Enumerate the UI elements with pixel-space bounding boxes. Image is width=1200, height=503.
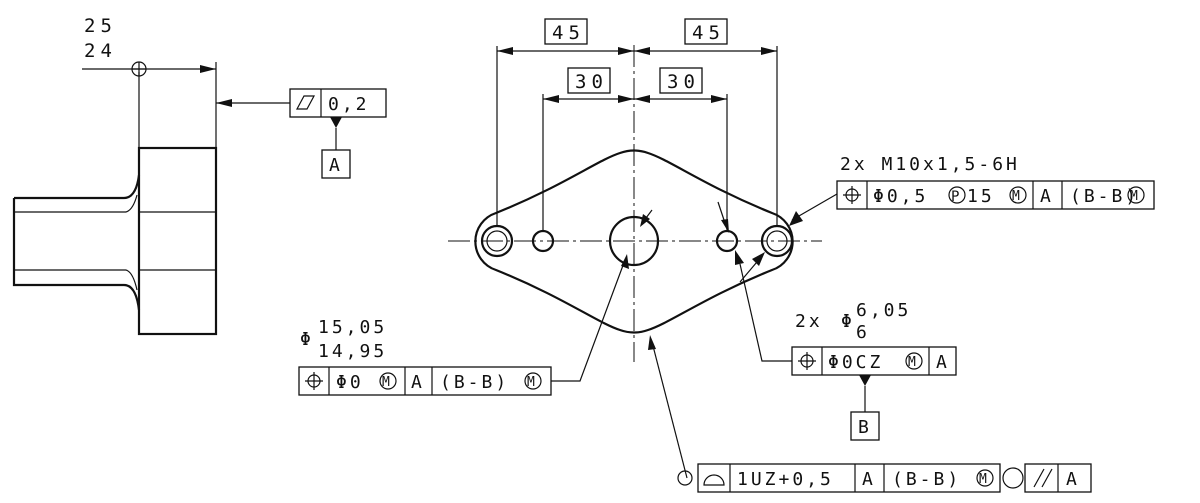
flatness-icon xyxy=(295,95,316,110)
thickness-lower-limit: 24 xyxy=(84,40,117,62)
all-around-icon xyxy=(677,470,693,486)
projected-zone-icon xyxy=(948,186,966,204)
datum-triangle-icon xyxy=(330,117,342,128)
svg-text:M: M xyxy=(1012,189,1020,204)
bore-prefix: 2x xyxy=(795,311,823,332)
mmc-icon xyxy=(976,469,994,487)
datum-a-symbol: A xyxy=(321,117,351,179)
flatness-fcf: 0,2 xyxy=(289,88,387,118)
bore-leader xyxy=(739,263,792,362)
top-view: 45 45 30 30 2x M10x1,5-6H xyxy=(298,18,1155,493)
thread-position-tolerance: Φ0,5 xyxy=(873,186,928,207)
center-hole-callout: Φ 15,05 14,95 xyxy=(300,317,387,362)
parallelism-icon xyxy=(1033,468,1053,488)
projected-height: 15 xyxy=(967,186,995,207)
center-hole-lower-limit: 14,95 xyxy=(318,341,387,362)
center-datum-secondary: (B-B) xyxy=(440,372,509,393)
mmc-icon xyxy=(905,352,923,370)
bore-position-tolerance: Φ0CZ xyxy=(828,352,883,373)
dimension-45-left: 45 xyxy=(497,18,634,55)
datum-b-label: B xyxy=(858,417,872,438)
flange-outline xyxy=(137,146,218,336)
mmc-icon xyxy=(1127,186,1145,204)
datum-triangle-icon xyxy=(859,375,871,386)
dimension-origin-icon xyxy=(131,61,147,77)
bore-lower-limit: 6 xyxy=(856,322,870,343)
svg-text:Φ: Φ xyxy=(841,311,855,332)
profile-tolerance: 1UZ+0,5 xyxy=(737,469,834,490)
thread-position-fcf: Φ0,5 P 15 M A (B-B) M xyxy=(836,180,1155,210)
parallelism-fcf: A xyxy=(1024,463,1092,493)
svg-text:P: P xyxy=(951,189,959,205)
bore-upper-limit: 6,05 xyxy=(856,300,911,321)
mmc-icon xyxy=(524,372,542,390)
center-hole xyxy=(608,215,660,267)
thread-leader xyxy=(791,193,838,221)
profile-leader xyxy=(651,341,688,479)
svg-text:M: M xyxy=(382,375,390,390)
center-hole-leader xyxy=(551,259,626,382)
shaft-outline xyxy=(12,174,141,311)
dimension-30-right: 30 xyxy=(634,67,727,103)
dim-30-left-text: 30 xyxy=(575,71,608,93)
svg-text:M: M xyxy=(908,355,916,370)
svg-text:Φ: Φ xyxy=(300,329,314,350)
position-icon xyxy=(305,372,323,390)
dim-30-right-text: 30 xyxy=(667,71,700,93)
bore-callout: 2x Φ 6,05 6 xyxy=(795,300,911,343)
outer-hole-right xyxy=(760,224,794,258)
center-datum-primary: A xyxy=(411,372,425,393)
svg-text:M: M xyxy=(1130,189,1138,204)
dimension-30-left: 30 xyxy=(543,67,634,103)
profile-datum-secondary: (B-B) xyxy=(892,469,961,490)
position-icon xyxy=(843,186,861,204)
thread-datum-primary: A xyxy=(1040,186,1054,207)
datum-b-symbol: B xyxy=(850,375,880,441)
center-position-fcf: Φ0 M A (B-B) M xyxy=(298,366,552,396)
center-hole-upper-limit: 15,05 xyxy=(318,317,387,338)
svg-text:M: M xyxy=(979,472,987,487)
thickness-upper-limit: 25 xyxy=(84,15,117,37)
dim-45-right-text: 45 xyxy=(692,22,725,44)
dim-45-left-text: 45 xyxy=(552,22,585,44)
side-view: 25 24 0,2 A xyxy=(12,15,387,336)
svg-text:M: M xyxy=(527,375,535,390)
bore-datum: A xyxy=(936,352,950,373)
profile-surface-icon xyxy=(703,474,725,486)
thread-callout: 2x M10x1,5-6H xyxy=(840,154,1020,175)
datum-a-label: A xyxy=(329,155,343,176)
thread-datum-secondary: (B-B) xyxy=(1070,186,1139,207)
mmc-icon xyxy=(1009,186,1027,204)
position-icon xyxy=(798,352,816,370)
profile-datum-primary: A xyxy=(862,469,876,490)
flatness-tolerance: 0,2 xyxy=(328,94,370,115)
mmc-icon xyxy=(379,372,397,390)
all-around-icon xyxy=(1002,467,1024,489)
dimension-45-right: 45 xyxy=(634,18,777,55)
bore-position-fcf: Φ0CZ M A xyxy=(791,346,957,376)
profile-fcf: 1UZ+0,5 A (B-B) M xyxy=(697,463,1001,493)
parallel-datum: A xyxy=(1066,469,1080,490)
center-position-tolerance: Φ0 xyxy=(336,372,364,393)
